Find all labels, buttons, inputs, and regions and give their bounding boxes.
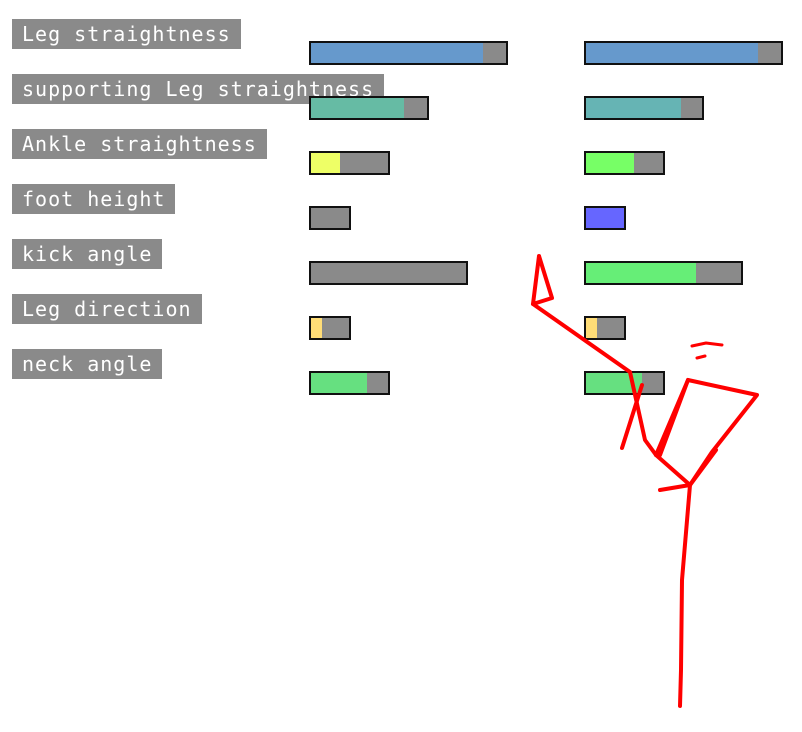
bar-fill: [586, 318, 597, 338]
kick-foot-outline: [531, 254, 554, 306]
ankle-straightness-bar-left: [309, 151, 390, 175]
metric-label-leg-straightness: Leg straightness: [12, 19, 241, 49]
bar-fill: [311, 98, 404, 118]
metric-label-supporting-leg-straightness: supporting Leg straightness: [12, 74, 385, 104]
supporting-leg-straightness-bar-right: [584, 96, 704, 120]
arm-right: [686, 378, 759, 487]
metric-label-foot-height: foot height: [12, 184, 176, 214]
leg-direction-bar-right: [584, 316, 626, 340]
leg-straightness-bar-left: [309, 41, 508, 65]
bar-fill: [586, 43, 758, 63]
metric-label-ankle-straightness: Ankle straightness: [12, 129, 267, 159]
foot-height-bar-left: [309, 206, 351, 230]
hip-left: [658, 483, 692, 492]
bar-fill: [311, 318, 322, 338]
kick-angle-bar-left: [309, 261, 468, 285]
metric-label-neck-angle: neck angle: [12, 349, 163, 379]
head-marker: [690, 341, 724, 348]
bar-fill: [586, 208, 624, 228]
hip-line: [654, 448, 718, 487]
head-marker-lower: [695, 354, 707, 360]
bar-fill: [311, 43, 483, 63]
foot-height-bar-right: [584, 206, 626, 230]
ankle-straightness-bar-right: [584, 151, 665, 175]
bar-fill: [586, 98, 682, 118]
supporting-leg: [678, 483, 692, 708]
metric-label-leg-direction: Leg direction: [12, 294, 202, 324]
bar-fill: [311, 373, 368, 393]
leg-direction-bar-left: [309, 316, 351, 340]
leg-straightness-bar-right: [584, 41, 783, 65]
metric-label-kick-angle: kick angle: [12, 239, 163, 269]
bar-fill: [586, 153, 634, 173]
kick-angle-bar-right: [584, 261, 743, 285]
bar-fill: [311, 153, 341, 173]
bar-fill: [586, 373, 643, 393]
neck-angle-bar-right: [584, 371, 665, 395]
supporting-leg-straightness-bar-left: [309, 96, 429, 120]
neck-angle-bar-left: [309, 371, 390, 395]
bar-fill: [586, 263, 697, 283]
